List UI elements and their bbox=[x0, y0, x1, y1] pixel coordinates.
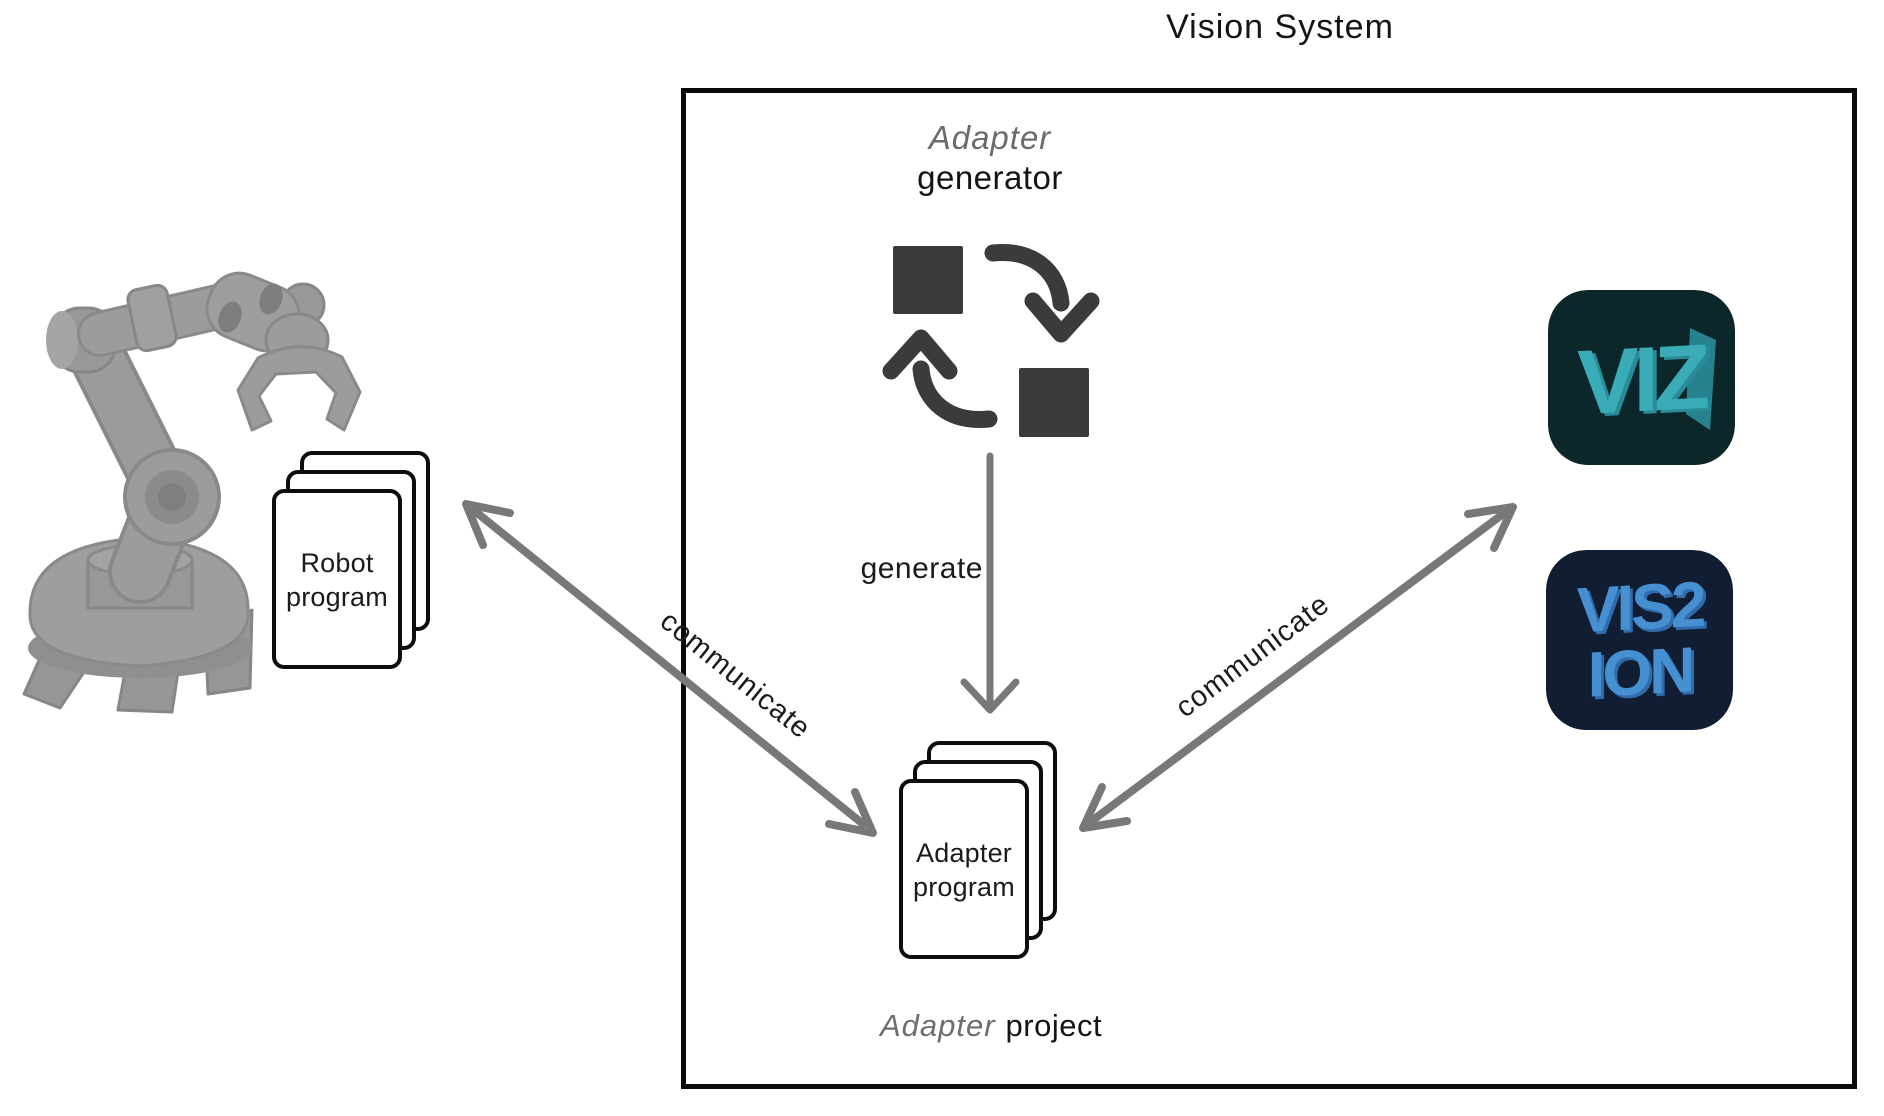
robot-program-line2: program bbox=[286, 582, 388, 612]
vision-logo-bottom-text: ION bbox=[1588, 633, 1693, 710]
robot-program-line1: Robot bbox=[300, 548, 374, 578]
viz-logo-text: VIZ bbox=[1577, 325, 1708, 435]
adapter-program-line2: program bbox=[913, 872, 1015, 902]
viz-logo: VIZ VIZ bbox=[1548, 290, 1735, 465]
adapter-project-plain: project bbox=[1005, 1008, 1103, 1043]
swap-squares-icon bbox=[882, 244, 1100, 437]
vision-logo-bottom-shadow: ION bbox=[1591, 636, 1696, 713]
communicate-arrow-right bbox=[1079, 503, 1517, 832]
document-sheet bbox=[272, 489, 402, 669]
adapter-program-line1: Adapter bbox=[916, 838, 1012, 868]
adapter-generator-label: Adapter generator bbox=[840, 118, 1140, 198]
generate-arrow bbox=[960, 452, 1020, 714]
robot-program-label: Robot program bbox=[272, 546, 402, 614]
communicate-arrow-left bbox=[462, 500, 877, 837]
adapter-program-label: Adapter program bbox=[899, 836, 1029, 904]
viz-logo-text-shadow: VIZ bbox=[1581, 327, 1712, 437]
robot-arm-illustration bbox=[22, 271, 362, 714]
generate-label: generate bbox=[860, 552, 983, 585]
document-sheet bbox=[899, 779, 1029, 959]
vision-system-box bbox=[681, 88, 1857, 1089]
adapter-project-label: Adapter project bbox=[791, 1008, 1191, 1044]
vision-logo-top-text: VIS2 bbox=[1577, 568, 1705, 647]
page-title: Vision System bbox=[1166, 8, 1394, 46]
adapter-generator-label-emph: Adapter bbox=[928, 119, 1052, 156]
vision-logo-top-shadow: VIS2 bbox=[1580, 571, 1708, 650]
vision-logo: VIS2 VIS2 ION ION bbox=[1546, 550, 1733, 730]
adapter-generator-label-plain: generator bbox=[917, 159, 1063, 196]
adapter-project-emph: Adapter bbox=[879, 1008, 996, 1043]
